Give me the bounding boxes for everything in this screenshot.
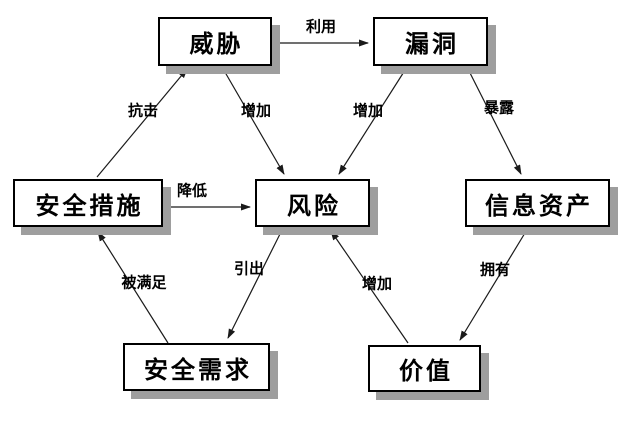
node-security-requirements: 安全需求: [123, 343, 270, 391]
node-vulnerability: 漏洞: [373, 17, 488, 66]
edge-resist-label: 抗击: [127, 101, 159, 120]
node-value: 价值: [368, 345, 481, 392]
edge-satisfied-line: [97, 231, 169, 344]
node-threat: 威胁: [158, 17, 272, 66]
edge-increase-threat-risk-label: 增加: [240, 101, 272, 120]
node-security-measures: 安全措施: [13, 179, 163, 227]
edge-possess-line: [459, 227, 529, 341]
node-information-assets: 信息资产: [465, 179, 610, 227]
edge-reduce-label: 降低: [176, 181, 208, 200]
edge-resist-line: [96, 68, 188, 178]
edge-increase-value-risk-line: [330, 230, 409, 344]
edge-possess-label: 拥有: [479, 260, 511, 279]
node-risk: 风险: [255, 179, 370, 227]
edge-lead-to-label: 引出: [233, 259, 265, 278]
edge-expose-line: [466, 66, 522, 175]
edge-increase-threat-risk-line: [221, 66, 285, 175]
edge-lead-to-line: [227, 227, 284, 339]
edge-increase-value-risk-label: 增加: [361, 274, 393, 293]
edge-satisfied-label: 被满足: [121, 273, 167, 292]
edge-expose-label: 暴露: [483, 98, 515, 117]
edge-increase-vulnerability-risk-line: [338, 66, 408, 175]
edge-exploit-label: 利用: [305, 17, 337, 36]
edge-increase-vulnerability-risk-label: 增加: [352, 101, 384, 120]
